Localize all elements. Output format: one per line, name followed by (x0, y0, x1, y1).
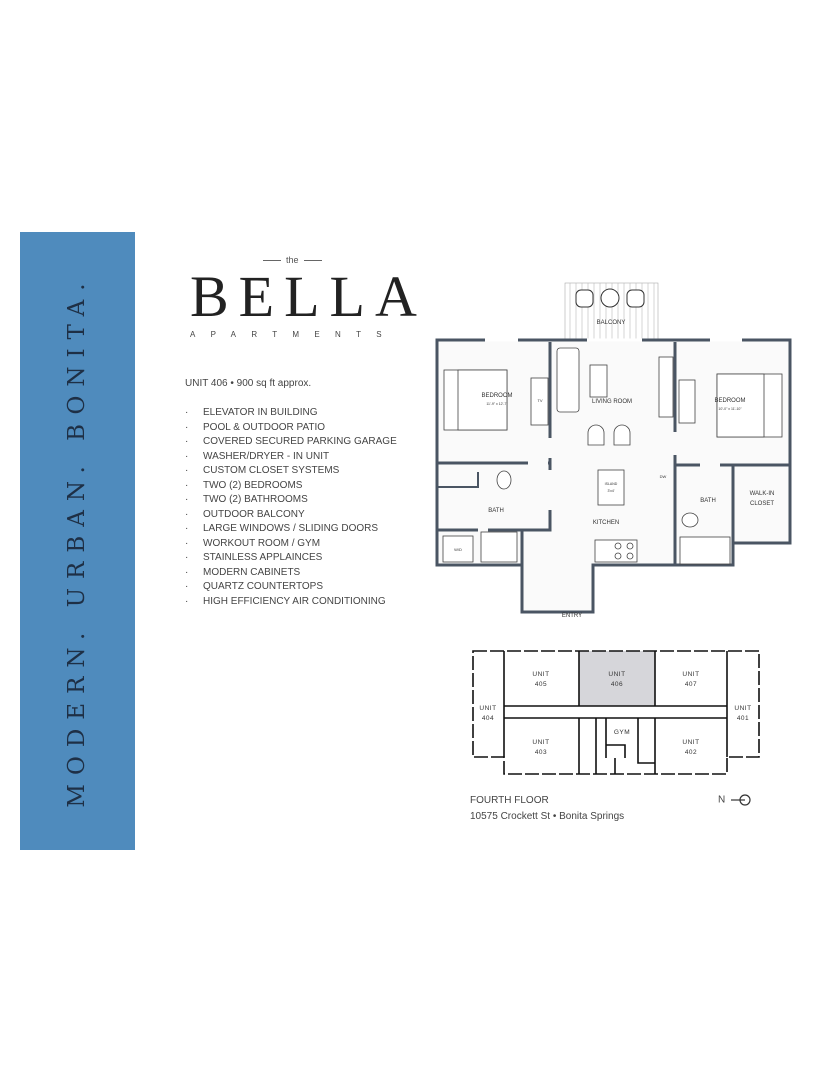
balcony-label: BALCONY (597, 320, 626, 326)
furniture (442, 347, 783, 565)
feature-item: TWO (2) BEDROOMS (185, 479, 397, 494)
bedroom2-dims: 10'-0" x 11'-10" (718, 407, 742, 411)
wd-label: W/D (454, 547, 462, 552)
brand-subtitle: APARTMENTS (190, 330, 397, 339)
bedroom2-label: BEDROOM (714, 398, 745, 404)
unit-406-highlight (579, 651, 655, 706)
unit-407-word: UNIT (682, 671, 699, 678)
floor-label: FOURTH FLOOR (470, 795, 549, 806)
unit-403-word: UNIT (532, 739, 549, 746)
feature-item: LARGE WINDOWS / SLIDING DOORS (185, 522, 397, 537)
unit-406-number: 406 (611, 681, 623, 688)
unit-405-number: 405 (535, 681, 547, 688)
island-label: ISLAND (605, 482, 618, 486)
bedroom1-label: BEDROOM (481, 393, 512, 399)
north-arrow-icon (731, 794, 751, 806)
feature-item: WASHER/DRYER - IN UNIT (185, 450, 397, 465)
feature-item: QUARTZ COUNTERTOPS (185, 580, 397, 595)
walkin-label: WALK-IN (750, 491, 775, 497)
feature-item: OUTDOOR BALCONY (185, 508, 397, 523)
unit-401-number: 401 (737, 715, 749, 722)
feature-item: STAINLESS APPLAINCES (185, 551, 397, 566)
unit-info: UNIT 406 • 900 sq ft approx. (185, 378, 312, 389)
gym-label: GYM (614, 729, 630, 736)
bedroom1-dims: 11'-9" x 12'-7" (486, 402, 508, 406)
bath1-label: BATH (488, 508, 504, 514)
feature-item: CUSTOM CLOSET SYSTEMS (185, 464, 397, 479)
dw-label: DW (660, 474, 667, 479)
room-labels: BEDROOM 11'-9" x 12'-7" TV LIVING ROOM B… (454, 393, 774, 619)
features-list: ELEVATOR IN BUILDING POOL & OUTDOOR PATI… (185, 406, 397, 609)
island-dims: 3'x4' (608, 489, 615, 493)
unit-403-number: 403 (535, 749, 547, 756)
unit-404-word: UNIT (479, 705, 496, 712)
brand-prefix: the (258, 255, 327, 265)
feature-item: ELEVATOR IN BUILDING (185, 406, 397, 421)
living-room-label: LIVING ROOM (592, 399, 632, 405)
feature-item: HIGH EFFICIENCY AIR CONDITIONING (185, 595, 397, 610)
north-label: N (718, 794, 726, 806)
unit-floor-plan: BALCONY BEDROOM 11'-9" x 12'-7" TV LIVIN… (435, 282, 792, 619)
feature-item: POOL & OUTDOOR PATIO (185, 421, 397, 436)
address: 10575 Crockett St • Bonita Springs (470, 811, 625, 822)
feature-item: TWO (2) BATHROOMS (185, 493, 397, 508)
tv-label: TV (537, 398, 542, 403)
feature-item: MODERN CABINETS (185, 566, 397, 581)
kitchen-label: KITCHEN (593, 520, 619, 526)
unit-402-word: UNIT (682, 739, 699, 746)
entry-label: ENTRY (562, 613, 582, 619)
feature-item: WORKOUT ROOM / GYM (185, 537, 397, 552)
brand-title: BELLA (190, 264, 427, 329)
unit-401-word: UNIT (734, 705, 751, 712)
feature-item: COVERED SECURED PARKING GARAGE (185, 435, 397, 450)
unit-402-number: 402 (685, 749, 697, 756)
bath2-label: BATH (700, 498, 716, 504)
balcony (564, 282, 659, 341)
north-indicator: N (718, 794, 752, 807)
sidebar-tagline: MODERN. URBAN. BONITA. (64, 274, 90, 808)
floor-key-plan: UNIT 405 UNIT 406 UNIT 407 UNIT 404 UNIT… (472, 650, 760, 775)
closet-label: CLOSET (750, 501, 774, 507)
unit-406-word: UNIT (608, 671, 625, 678)
unit-404-number: 404 (482, 715, 494, 722)
sidebar-banner: MODERN. URBAN. BONITA. (20, 232, 135, 850)
unit-407-number: 407 (685, 681, 697, 688)
unit-405-word: UNIT (532, 671, 549, 678)
